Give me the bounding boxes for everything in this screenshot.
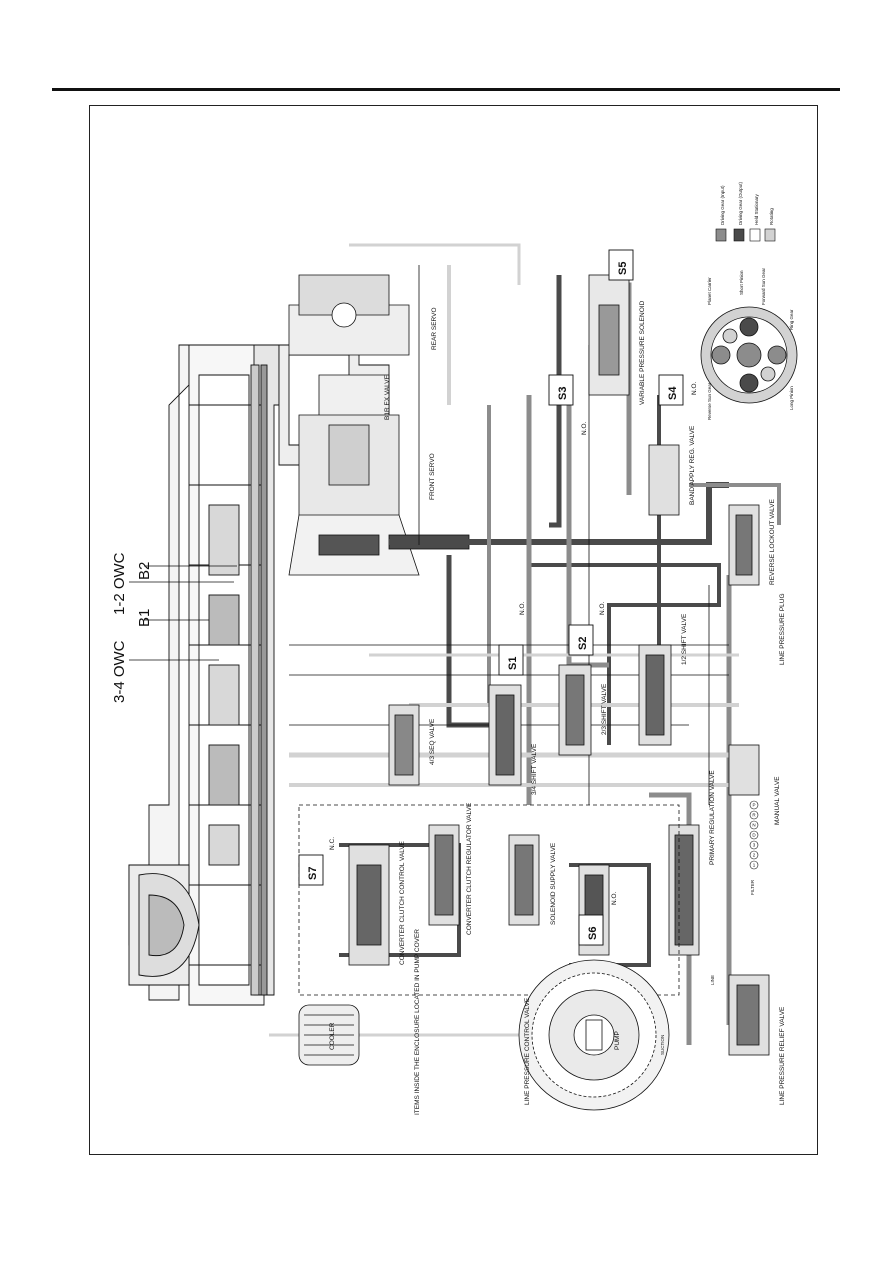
valve-labels: VARIABLE PRESSURE SOLENOID BAND APPLY RE… bbox=[329, 300, 786, 1115]
manual-valve-positions bbox=[749, 800, 759, 870]
position-1: 1 bbox=[753, 863, 756, 868]
label-no-s3: N.O. bbox=[581, 421, 588, 435]
planetary-gear-set bbox=[700, 306, 798, 404]
label-converter-clutch-regulator-valve: CONVERTER CLUTCH REGULATOR VALVE bbox=[466, 802, 473, 935]
legend-swatch-output bbox=[733, 228, 745, 242]
label-s1: S1 bbox=[507, 657, 519, 670]
label-no-s6: N.O. bbox=[611, 891, 618, 905]
legend-swatch-held bbox=[749, 228, 761, 242]
label-solenoid-supply-valve: SOLENOID SUPPLY VALVE bbox=[550, 842, 557, 925]
label-forward-sun-gear: Forward Sun Gear bbox=[761, 267, 766, 305]
label-short-pinion: Short Pinion bbox=[739, 270, 744, 295]
label-3-4-owc: 3-4 OWC bbox=[111, 640, 128, 703]
label-manual-valve: MANUAL VALVE bbox=[774, 776, 781, 825]
label-line: LINE bbox=[710, 975, 715, 985]
label-planet-carrier: Planet Carrier bbox=[707, 277, 712, 305]
position-3: 3 bbox=[753, 843, 756, 848]
label-band-apply-reg-valve: BAND APPLY REG. VALVE bbox=[689, 425, 696, 505]
label-3-4-shift-valve: 3/4 SHIFT VALVE bbox=[531, 743, 538, 795]
valve-bodies bbox=[298, 274, 770, 1056]
label-rear-servo: REAR SERVO bbox=[431, 307, 438, 350]
label-variable-pressure-solenoid: VARIABLE PRESSURE SOLENOID bbox=[639, 300, 646, 405]
label-no-s2: N.O. bbox=[599, 601, 606, 615]
page-header-rule bbox=[52, 88, 840, 91]
label-nc-s7: N.C. bbox=[329, 837, 336, 850]
label-2-3-shift-valve: 2/3 SHIFT VALVE bbox=[601, 683, 608, 735]
label-converter-clutch-control-valve: CONVERTER CLUTCH CONTROL VALVE bbox=[399, 840, 406, 965]
legend-label-output: Driving Gear (Output) bbox=[738, 181, 743, 225]
position-r: R bbox=[752, 813, 756, 818]
label-line-pressure-plug: LINE PRESSURE PLUG bbox=[779, 593, 786, 665]
gear-labels: Planet Carrier Short Pinion Forward Sun … bbox=[707, 267, 794, 420]
legend-swatch-input bbox=[715, 228, 727, 242]
hydraulic-circuit-diagram: B2 1-2 OWC B1 3-4 OWC REAR SERVO B1R EX … bbox=[111, 181, 798, 1115]
label-s2: S2 bbox=[577, 637, 589, 650]
legend-label-rotating: Rotating bbox=[769, 208, 774, 225]
label-cooler: COOLER bbox=[329, 1022, 336, 1050]
label-filter: FILTER bbox=[750, 879, 755, 895]
label-reverse-lockout-valve: REVERSE LOCKOUT VALVE bbox=[769, 498, 776, 585]
position-d: D bbox=[752, 833, 756, 838]
label-s3: S3 bbox=[557, 387, 569, 400]
label-1-2-shift-valve: 1/2 SHIFT VALVE bbox=[681, 613, 688, 665]
label-s4: S4 bbox=[667, 386, 679, 400]
cooler bbox=[298, 1004, 360, 1066]
solenoids bbox=[298, 249, 684, 946]
label-primary-regulation-valve: PRIMARY REGULATION VALVE bbox=[709, 770, 716, 865]
label-suction: SUCTION bbox=[660, 1035, 665, 1055]
label-1-2-owc: 1-2 OWC bbox=[111, 552, 128, 615]
legend-swatch-rotating bbox=[764, 228, 776, 242]
label-no-s4: N.O. bbox=[691, 381, 698, 395]
label-b1r-ex-valve: B1R EX VALVE bbox=[384, 374, 391, 420]
component-labels: B2 1-2 OWC B1 3-4 OWC bbox=[111, 552, 237, 703]
diagram-frame bbox=[89, 105, 818, 1155]
legend-label-input: Driving Gear (Input) bbox=[720, 185, 725, 225]
position-p: P bbox=[752, 803, 755, 808]
pump bbox=[518, 959, 670, 1111]
label-front-servo: FRONT SERVO bbox=[429, 453, 436, 500]
position-n: N bbox=[752, 823, 755, 828]
position-2: 2 bbox=[753, 853, 756, 858]
label-ring-gear: Ring Gear bbox=[789, 309, 794, 330]
servo-assembly bbox=[288, 274, 470, 576]
label-s7: S7 bbox=[307, 867, 319, 880]
label-pump: PUMP bbox=[614, 1031, 621, 1050]
label-reverse-sun-gear: Reverse Sun Gear bbox=[707, 382, 712, 420]
label-b2: B2 bbox=[136, 562, 153, 580]
legend: Driving Gear (Input) Driving Gear (Outpu… bbox=[715, 181, 776, 242]
label-b1: B1 bbox=[136, 609, 153, 627]
label-line-pressure-control-valve: LINE PRESSURE CONTROL VALVE bbox=[524, 997, 531, 1105]
label-no-s1: N.O. bbox=[519, 601, 526, 615]
label-long-pinion: Long Pinion bbox=[789, 386, 794, 410]
label-4-3-seq-valve: 4/3 SEQ VALVE bbox=[429, 718, 436, 765]
label-s6: S6 bbox=[587, 927, 599, 940]
label-s5: S5 bbox=[617, 262, 629, 275]
legend-label-held: Held Stationary bbox=[754, 193, 759, 225]
manual-valve-position-labels: P R N D 3 2 1 bbox=[752, 803, 756, 868]
label-items-inside-enclosure: ITEMS INSIDE THE ENCLOSURE LOCATED IN PU… bbox=[414, 929, 421, 1115]
label-line-pressure-relief-valve: LINE PRESSURE RELIEF VALVE bbox=[779, 1006, 786, 1105]
